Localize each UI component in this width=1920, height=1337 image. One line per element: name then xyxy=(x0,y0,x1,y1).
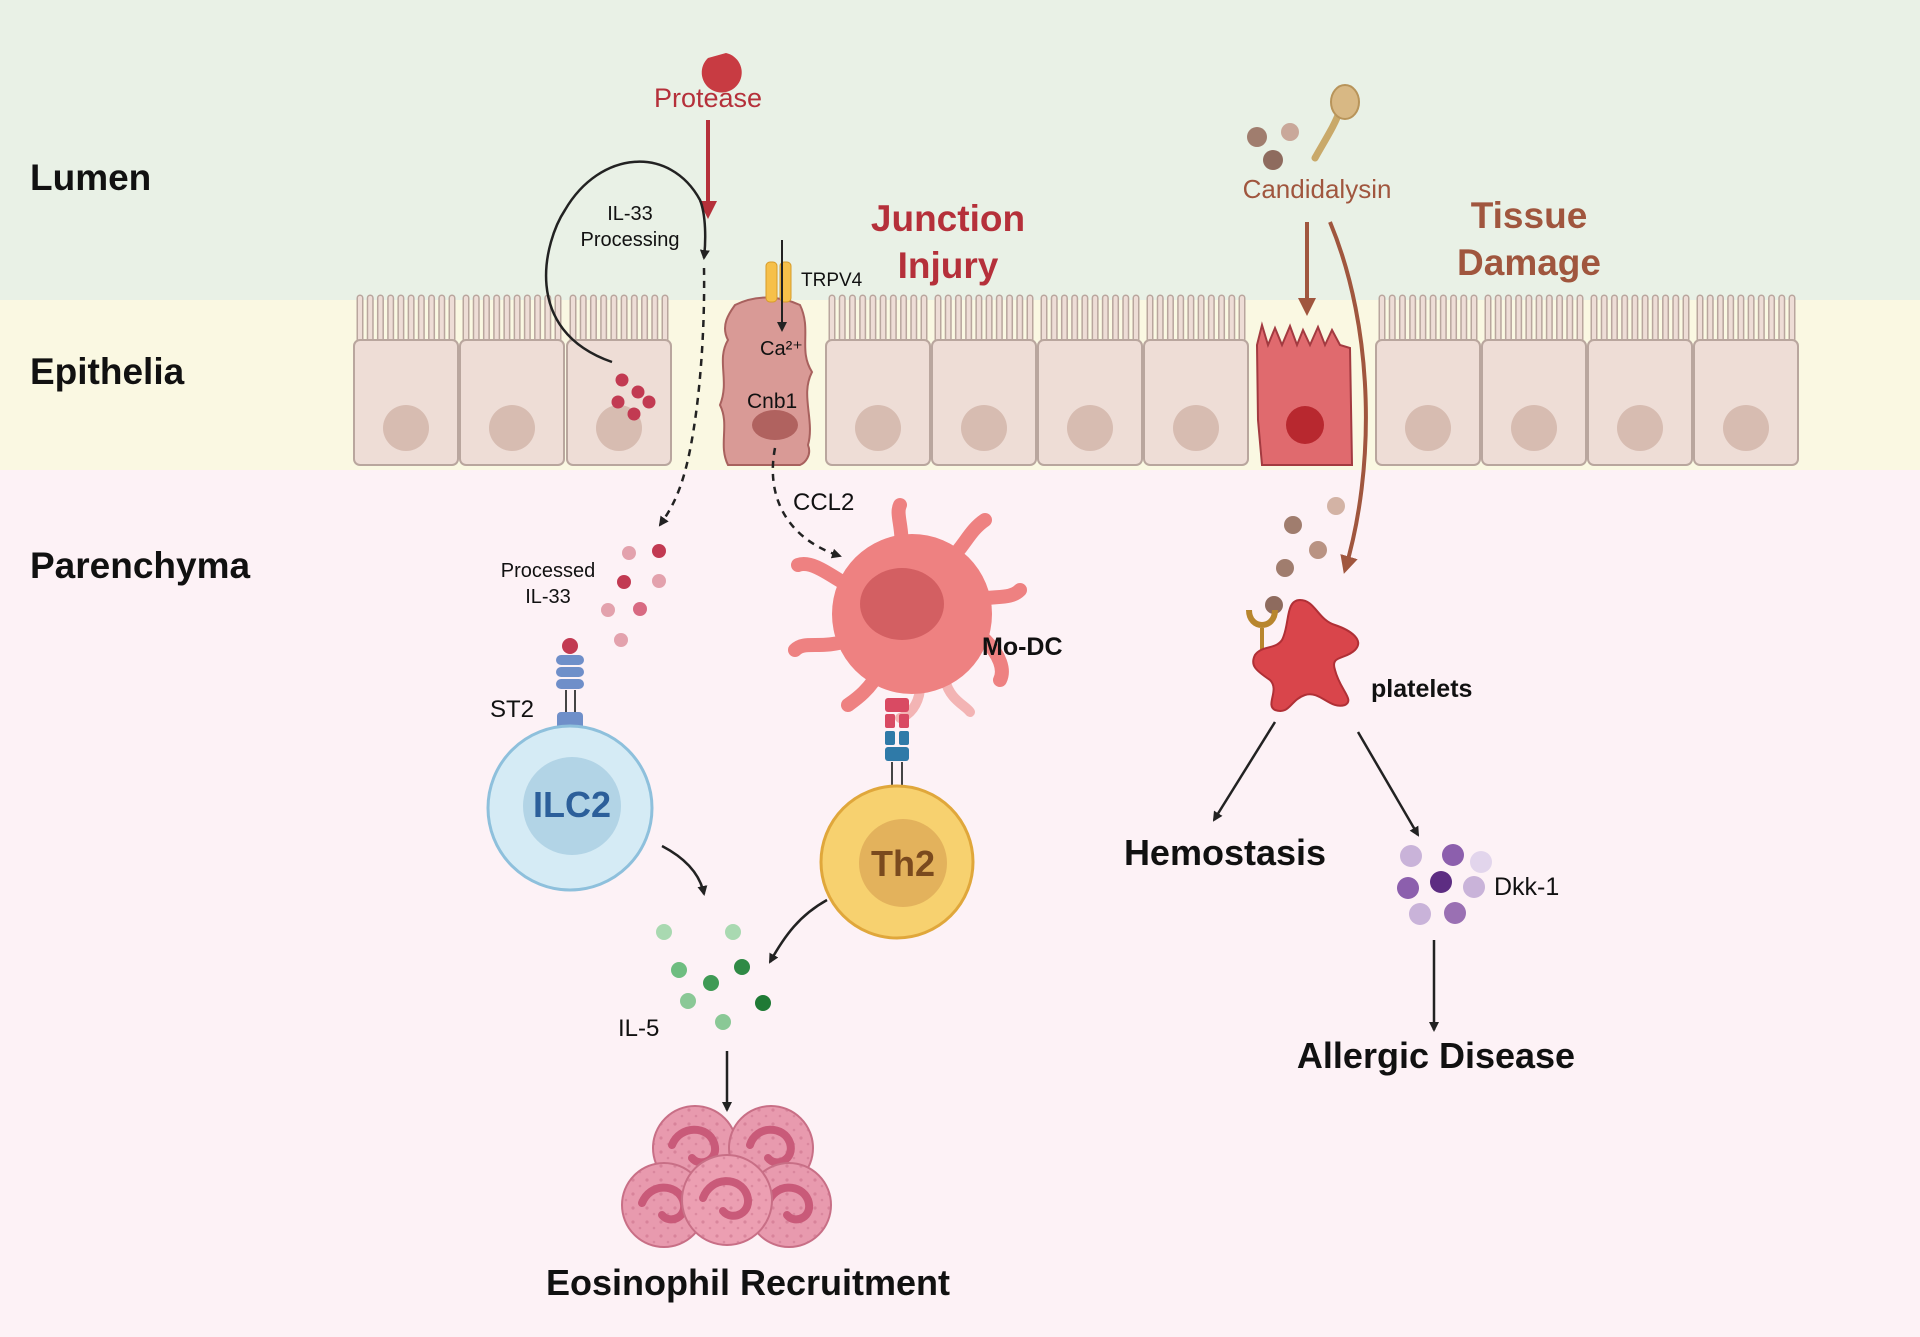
mo-dc-cell xyxy=(788,498,1027,723)
ilc2-to-il5-arrow xyxy=(661,844,708,896)
lumen-band xyxy=(0,0,1920,300)
candidalysin-arrow-to-platelets xyxy=(1328,221,1368,574)
calcium-label: Ca²⁺ xyxy=(760,338,803,360)
injured-epithelial-cell xyxy=(718,296,814,466)
epithelial-cell xyxy=(1037,294,1143,466)
candidalysin-particles xyxy=(1265,497,1345,614)
il33-stored-dots xyxy=(611,373,656,421)
platelets-label: platelets xyxy=(1371,675,1472,703)
damaged-epithelial-cell xyxy=(1255,321,1354,466)
eosinophil-cluster-icon xyxy=(621,1105,832,1248)
hemostasis-label: Hemostasis xyxy=(1124,832,1326,873)
tissue-damage-label-2: Damage xyxy=(1457,242,1601,283)
st2-receptor-icon xyxy=(556,638,584,730)
candidalysin-label: Candidalysin xyxy=(1243,174,1392,204)
platelets-to-dkk1-arrow xyxy=(1356,731,1420,837)
trpv4-label: TRPV4 xyxy=(801,270,863,291)
processed-il33-dots xyxy=(601,544,666,647)
epithelial-cell xyxy=(1143,294,1249,466)
platelet-receptor-icon xyxy=(1246,609,1278,650)
region-label-epithelia: Epithelia xyxy=(30,351,185,392)
candida-spore-icon xyxy=(1247,84,1360,170)
epithelial-cell xyxy=(1375,294,1481,466)
th2-cell xyxy=(819,784,975,940)
eosinophil-label: Eosinophil Recruitment xyxy=(546,1262,950,1303)
epithelial-cell xyxy=(1587,294,1693,466)
il33-processing-loop-arrow xyxy=(544,160,710,364)
il33-processing-label-2: Processing xyxy=(581,229,680,251)
tissue-damage-label-1: Tissue xyxy=(1471,195,1588,236)
epithelial-cell xyxy=(1481,294,1587,466)
platelet-cell-icon xyxy=(1252,598,1360,712)
il5-label: IL-5 xyxy=(618,1015,659,1042)
cnb1-label: Cnb1 xyxy=(747,390,797,413)
il5-dots xyxy=(656,924,771,1030)
epithelial-cell xyxy=(931,294,1037,466)
epithelial-cell xyxy=(825,294,931,466)
region-label-parenchyma: Parenchyma xyxy=(30,545,250,586)
epithelial-cell xyxy=(353,294,459,466)
epithelial-cell xyxy=(459,294,565,466)
ilc2-cell xyxy=(486,724,654,892)
dkk1-label: Dkk-1 xyxy=(1494,873,1559,901)
mhc-tcr-receptor-icon xyxy=(885,698,909,790)
processed-il33-label-1: Processed xyxy=(501,560,596,582)
th2-label: Th2 xyxy=(871,843,935,884)
protease-icon xyxy=(701,53,742,93)
allergic-disease-label: Allergic Disease xyxy=(1297,1035,1575,1076)
il33-processing-label-1: IL-33 xyxy=(607,203,653,225)
th2-to-il5-arrow xyxy=(768,898,828,964)
junction-injury-label-2: Injury xyxy=(898,245,999,286)
st2-label: ST2 xyxy=(490,696,534,723)
ccl2-dashed-arrow xyxy=(771,447,842,559)
dkk1-dots xyxy=(1397,844,1492,925)
region-label-lumen: Lumen xyxy=(30,157,151,198)
junction-injury-label-1: Junction xyxy=(871,198,1025,239)
ccl2-label: CCL2 xyxy=(793,489,854,516)
processed-il33-label-2: IL-33 xyxy=(525,586,571,608)
epithelial-layer xyxy=(353,294,1799,466)
ilc2-label: ILC2 xyxy=(533,784,611,825)
protease-label: Protease xyxy=(654,83,762,113)
mo-dc-label: Mo-DC xyxy=(982,633,1063,661)
il33-release-dashed-arrow xyxy=(658,267,706,527)
platelets-to-hemostasis-arrow xyxy=(1212,721,1277,822)
epithelial-cell xyxy=(1693,294,1799,466)
